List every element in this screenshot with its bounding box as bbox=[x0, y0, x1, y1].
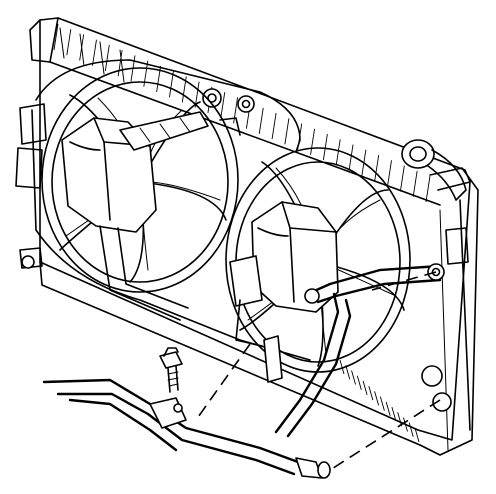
radiator-fin bbox=[385, 401, 391, 416]
radiator-fin bbox=[399, 165, 405, 192]
radiator-fin bbox=[233, 97, 239, 124]
right-motor-connector bbox=[229, 255, 263, 307]
fan-shroud bbox=[31, 59, 311, 361]
left-fan-motor bbox=[61, 111, 209, 321]
radiator-fin bbox=[271, 113, 277, 140]
radiator-fin bbox=[391, 406, 397, 422]
upper-line-fitting bbox=[304, 288, 320, 304]
cooler-line-bracket-bolt bbox=[159, 347, 183, 393]
radiator-fin bbox=[220, 92, 226, 119]
radiator-fin bbox=[104, 44, 110, 72]
radiator-fin bbox=[425, 175, 431, 203]
radiator-fin bbox=[258, 107, 264, 134]
radiator-fin bbox=[322, 134, 328, 161]
radiator-fin bbox=[374, 391, 380, 406]
radiator-fin bbox=[339, 359, 345, 375]
line-support-bracket bbox=[263, 335, 283, 383]
radiator-fin bbox=[348, 144, 354, 171]
right-fan-motor bbox=[229, 201, 339, 347]
shroud-mount-center bbox=[237, 95, 255, 113]
left-motor-bracket bbox=[119, 111, 209, 151]
radiator-fin bbox=[169, 71, 174, 98]
radiator-fin bbox=[66, 29, 72, 56]
radiator-fin bbox=[412, 170, 418, 197]
transmission-oil-cooler-lines bbox=[42, 263, 445, 479]
radiator-fin bbox=[345, 365, 351, 380]
right-mount-bracket bbox=[445, 227, 469, 265]
radiator-fin bbox=[379, 396, 385, 411]
radiator-fin bbox=[356, 375, 362, 390]
radiator-fin bbox=[374, 154, 380, 182]
radiator-fin bbox=[387, 160, 392, 187]
radiator-fin bbox=[414, 427, 420, 443]
radiator-fin bbox=[117, 50, 123, 77]
radiator-fin bbox=[408, 422, 414, 437]
radiator-fin bbox=[335, 139, 341, 166]
upper-hose-outlet bbox=[401, 139, 435, 169]
radiator-fin bbox=[368, 386, 374, 401]
radiator-fin bbox=[310, 128, 315, 155]
shroud-mount-left bbox=[202, 88, 222, 108]
radiator-fin bbox=[351, 370, 356, 385]
assembly-leader-lines bbox=[195, 271, 441, 471]
radiator-fin bbox=[92, 39, 97, 66]
left-mount-bracket bbox=[19, 103, 47, 145]
radiator-fin bbox=[284, 118, 290, 145]
radiator-fin bbox=[362, 380, 368, 396]
radiator-fin bbox=[53, 23, 59, 51]
left-lower-mount bbox=[21, 255, 35, 269]
lower-hose-outlet bbox=[421, 365, 443, 387]
radiator-fin bbox=[403, 417, 408, 432]
